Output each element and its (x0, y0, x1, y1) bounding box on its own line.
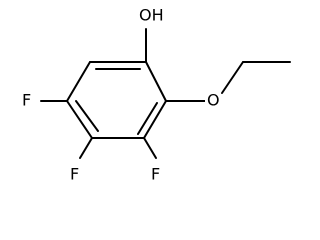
ring-bond-upper-right (145, 61, 167, 102)
fluorine-bottom-left-label: F (70, 165, 79, 184)
ring-bond-lower-right (143, 100, 167, 139)
ring-bond-lower-right-inner (137, 102, 158, 135)
ether-bond-to-ch2 (221, 61, 244, 94)
bond-to-fluorine-bottom-right (143, 137, 157, 159)
atom-label-fluorine-bottom-left: F (68, 165, 82, 185)
bond-to-fluorine-bottom-left (79, 137, 93, 159)
atom-label-fluorine-bottom-right: F (149, 165, 163, 185)
atom-label-ether-oxygen: O (205, 91, 221, 111)
ether-oxygen-label: O (207, 91, 220, 110)
atom-label-fluorine-top-left: F (20, 91, 34, 111)
hydroxyl-label: OH (139, 6, 164, 25)
fluorine-bottom-right-label: F (151, 165, 160, 184)
ring-bond-lower-left-inner (75, 100, 99, 132)
atom-label-hydroxyl: OH (137, 6, 164, 26)
molecule-structure: OH O F F F (20, 6, 291, 185)
fluorine-top-left-label: F (22, 91, 31, 110)
ring-bond-lower-left (66, 100, 93, 139)
ring-bond-upper-left (66, 61, 91, 102)
benzene-ring (66, 61, 167, 139)
